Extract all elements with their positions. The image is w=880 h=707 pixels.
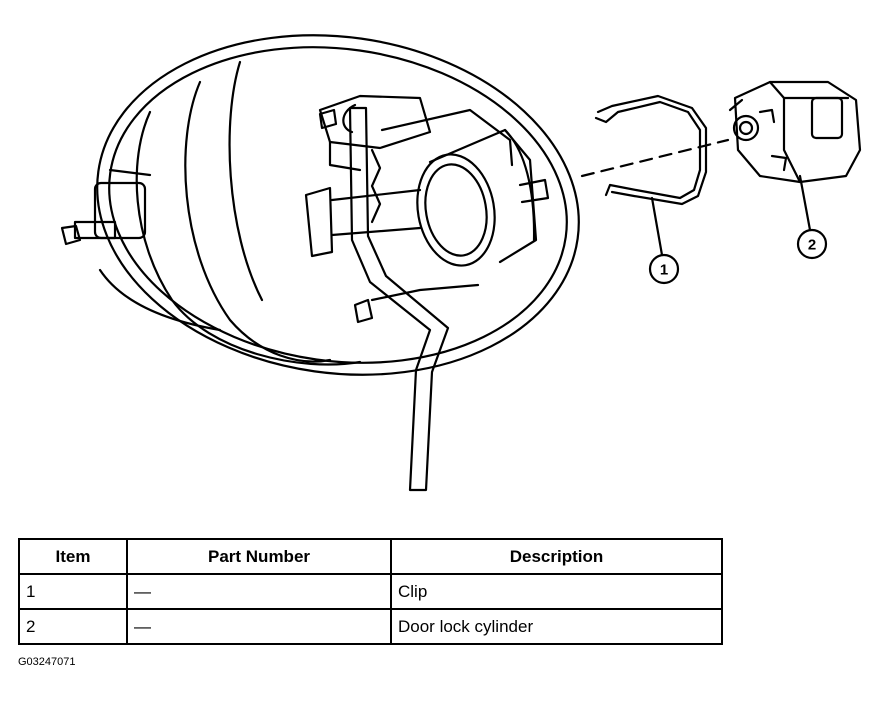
door-handle-diagram: 1 2	[60, 34, 862, 492]
svg-text:1: 1	[660, 262, 668, 279]
figure-id: G03247071	[18, 656, 76, 668]
leader-line-clip	[650, 196, 664, 257]
door-handle-housing	[96, 34, 580, 376]
item-cell: 2	[18, 608, 128, 645]
table-row: 1 — Clip	[18, 573, 723, 610]
handle-pivot-stud	[60, 168, 152, 246]
part-number-cell: —	[126, 608, 392, 645]
table-row: 2 — Door lock cylinder	[18, 608, 723, 645]
header-part-number: Part Number	[126, 538, 392, 575]
item-cell: 1	[18, 573, 128, 610]
leader-line-cylinder	[798, 174, 812, 232]
description-cell: Clip	[390, 573, 723, 610]
part-number-cell: —	[126, 573, 392, 610]
callout-2: 2	[796, 228, 828, 260]
description-cell: Door lock cylinder	[390, 608, 723, 645]
retaining-clip	[594, 94, 708, 206]
alignment-axis-line	[580, 138, 730, 178]
header-item: Item	[18, 538, 128, 575]
door-lock-cylinder-part	[728, 80, 862, 184]
lock-operating-rod	[348, 106, 450, 492]
callout-1: 1	[648, 253, 680, 285]
lock-cylinder-bore	[416, 128, 538, 267]
table-header-row: Item Part Number Description	[18, 538, 723, 575]
svg-text:2: 2	[808, 237, 816, 254]
parts-table: Item Part Number Description 1 — Clip 2 …	[18, 538, 723, 645]
lock-actuator-mechanism	[304, 94, 550, 324]
header-description: Description	[390, 538, 723, 575]
